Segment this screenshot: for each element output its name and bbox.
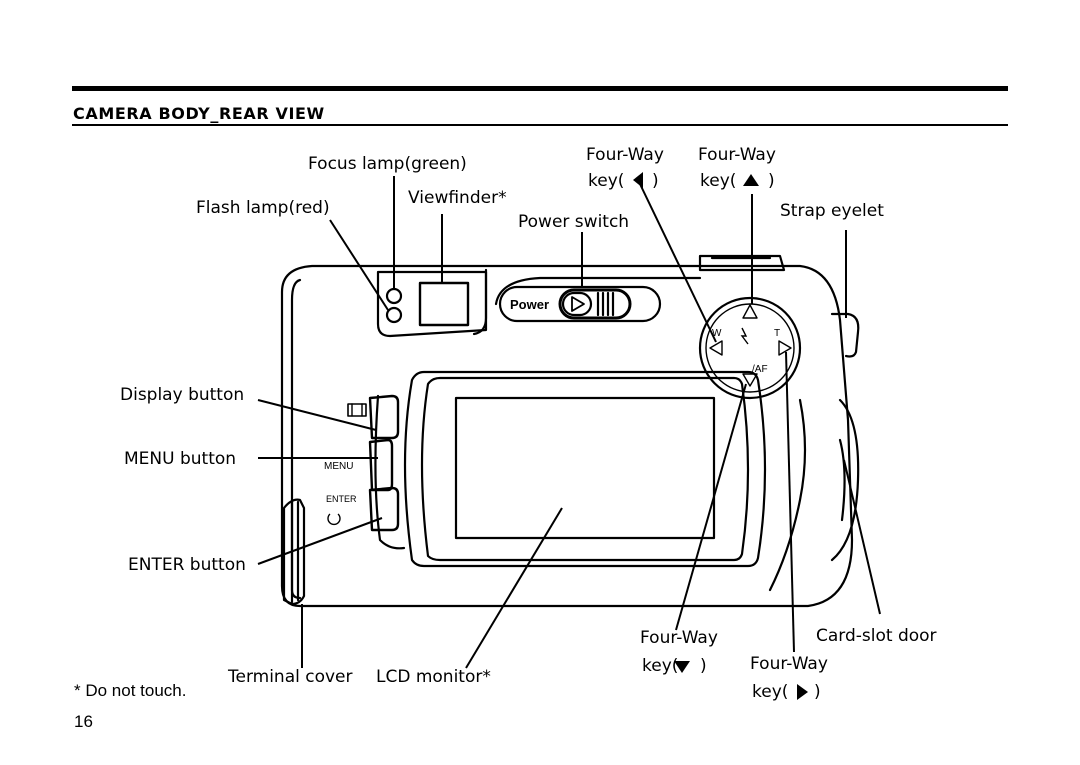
enter-button-label: ENTER button bbox=[128, 555, 246, 575]
fourway-down-key: key( bbox=[642, 656, 679, 676]
flash-lamp-label: Flash lamp(red) bbox=[196, 198, 330, 218]
fourway-up-close: ) bbox=[768, 171, 775, 191]
fourway-right-key: key( bbox=[752, 682, 789, 702]
mic-flash-icon bbox=[740, 327, 749, 345]
menu-marking: MENU bbox=[324, 461, 353, 472]
enter-button bbox=[368, 486, 400, 532]
dial-down-arrow bbox=[742, 373, 758, 387]
page-number: 16 bbox=[74, 712, 93, 731]
display-button-label: Display button bbox=[120, 385, 245, 405]
fourway-left-label: Four-Way bbox=[586, 145, 664, 165]
dial-t-marking: T bbox=[774, 328, 780, 339]
focus-lamp bbox=[385, 287, 403, 305]
power-switch-label: Power switch bbox=[518, 212, 630, 232]
fourway-right-close: ) bbox=[814, 682, 821, 702]
lcd-surround bbox=[403, 370, 767, 568]
viewfinder-housing bbox=[376, 270, 488, 338]
dial-w-marking: W bbox=[712, 328, 722, 339]
menu-button-label: MENU button bbox=[124, 449, 237, 469]
fourway-up-label: Four-Way bbox=[698, 145, 776, 165]
do-not-touch-note: * Do not touch. bbox=[74, 681, 187, 700]
flash-lamp bbox=[385, 306, 403, 324]
dial-up-arrow bbox=[742, 304, 758, 319]
down-arrow-icon bbox=[674, 661, 690, 673]
strap-eyelet-label: Strap eyelet bbox=[780, 201, 884, 221]
fourway-right-label: Four-Way bbox=[750, 654, 828, 674]
right-arrow-icon bbox=[797, 684, 808, 700]
camera-body-outline bbox=[280, 264, 854, 608]
menu-button bbox=[368, 438, 394, 492]
display-button bbox=[368, 394, 400, 440]
terminal-cover-label: Terminal cover bbox=[228, 667, 353, 687]
card-slot-door-label: Card-slot door bbox=[816, 626, 937, 646]
lcd-screen bbox=[454, 396, 716, 540]
strap-eyelet bbox=[830, 312, 860, 358]
fourway-down-label: Four-Way bbox=[640, 628, 718, 648]
left-arrow-icon bbox=[633, 172, 643, 188]
enter-marking: ENTER bbox=[326, 494, 357, 504]
four-way-dial bbox=[698, 296, 802, 400]
fourway-left-key: key( bbox=[588, 171, 625, 191]
dial-left-arrow bbox=[709, 340, 723, 356]
self-timer-icon bbox=[327, 513, 341, 526]
title-underline bbox=[72, 124, 1008, 126]
lcd-monitor-label: LCD monitor* bbox=[376, 667, 491, 687]
dial-af-marking: /AF bbox=[752, 364, 768, 375]
terminal-cover bbox=[282, 498, 306, 606]
power-switch-track bbox=[498, 285, 662, 323]
top-rule bbox=[72, 86, 1008, 91]
fourway-down-close: ) bbox=[700, 656, 707, 676]
focus-lamp-label: Focus lamp(green) bbox=[308, 154, 467, 174]
fourway-left-close: ) bbox=[652, 171, 659, 191]
up-arrow-icon bbox=[743, 174, 759, 186]
fourway-up-key: key( bbox=[700, 171, 737, 191]
dial-right-arrow bbox=[778, 340, 792, 356]
viewfinder-label: Viewfinder* bbox=[408, 188, 507, 208]
section-title: CAMERA BODY_REAR VIEW bbox=[73, 104, 325, 123]
viewfinder-window bbox=[418, 281, 470, 327]
power-marking: Power bbox=[510, 297, 549, 312]
